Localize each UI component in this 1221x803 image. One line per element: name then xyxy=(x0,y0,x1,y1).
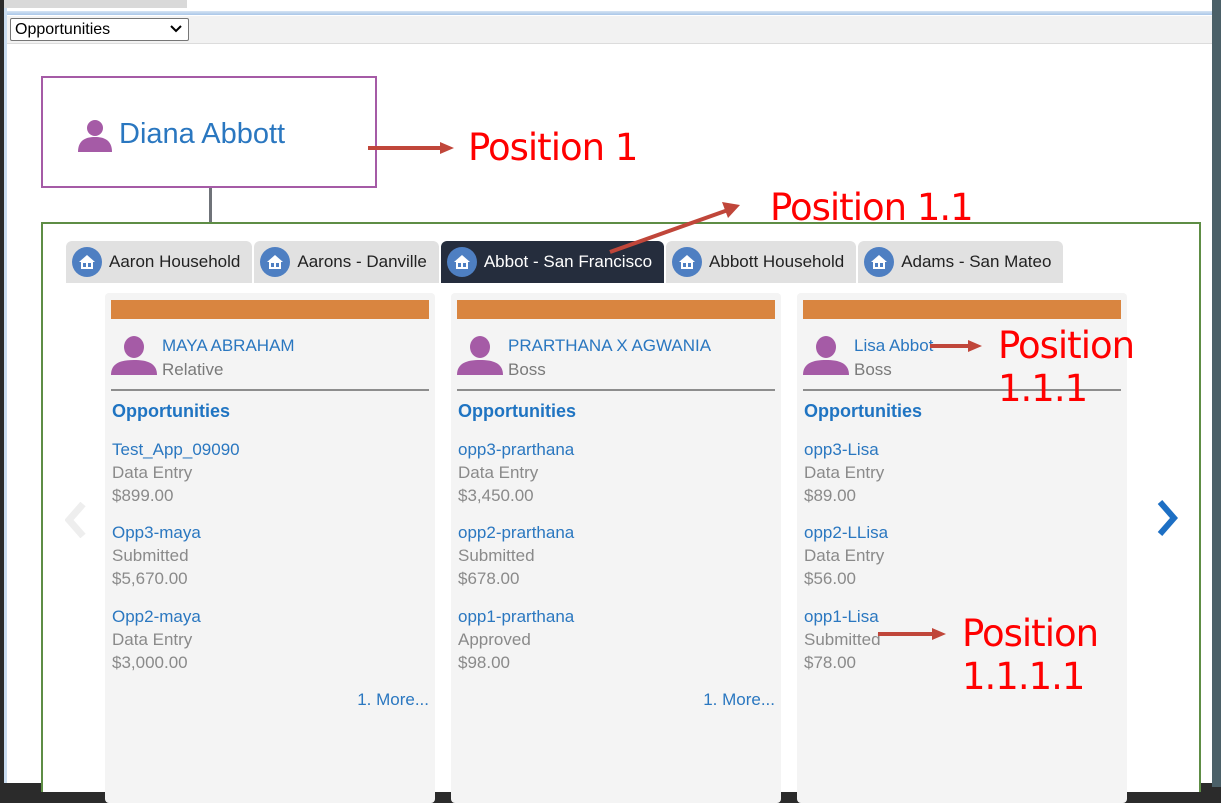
annotation-position-1: Position 1 xyxy=(468,126,638,169)
household-icon xyxy=(672,247,703,277)
app-window: Opportunities Diana Abbott Aaron Househo… xyxy=(4,8,1212,803)
tab-label: Aaron Household xyxy=(109,252,241,271)
opportunity-name[interactable]: opp2-LLisa xyxy=(804,523,889,542)
annotation-position-1-1: Position 1.1 xyxy=(770,186,974,229)
annotation-position-1-1-1: Position 1.1.1 xyxy=(998,324,1135,410)
opportunity-item: Opp3-maya Submitted $5,670.00 xyxy=(112,521,201,590)
opportunity-item: Test_App_09090 Data Entry $899.00 xyxy=(112,438,240,507)
annotation-arrow xyxy=(930,340,982,352)
contact-name[interactable]: Lisa Abbot xyxy=(854,336,934,355)
view-select-value: Opportunities xyxy=(15,21,111,38)
opportunity-amount: $3,450.00 xyxy=(458,486,534,505)
opportunity-name[interactable]: opp1-Lisa xyxy=(804,607,879,626)
contact-role: Boss xyxy=(508,360,546,379)
opportunity-amount: $5,670.00 xyxy=(112,569,188,588)
chevron-down-icon xyxy=(170,25,182,33)
contact-card: Lisa Abbot Boss Opportunities opp3-Lisa … xyxy=(797,293,1127,803)
annotation-arrow xyxy=(368,142,454,154)
opportunity-name[interactable]: Test_App_09090 xyxy=(112,440,240,459)
more-link[interactable]: 1. More... xyxy=(703,690,775,709)
opportunity-amount: $3,000.00 xyxy=(112,653,188,672)
opportunity-name[interactable]: opp3-prarthana xyxy=(458,440,575,459)
opportunities-heading: Opportunities xyxy=(112,401,230,421)
contact-card: MAYA ABRAHAM Relative Opportunities Test… xyxy=(105,293,435,803)
root-contact-node[interactable]: Diana Abbott xyxy=(41,76,377,188)
opportunity-status: Submitted xyxy=(804,630,881,649)
opportunity-amount: $56.00 xyxy=(804,569,856,588)
household-icon xyxy=(260,247,291,277)
opportunity-item: opp1-prarthana Approved $98.00 xyxy=(458,605,574,674)
card-divider xyxy=(803,389,1121,391)
card-divider xyxy=(111,389,429,391)
household-icon xyxy=(864,247,895,277)
opportunity-name[interactable]: opp3-Lisa xyxy=(804,440,879,459)
annotation-position-1-1-1-1: Position 1.1.1.1 xyxy=(962,612,1099,698)
tab-abbot-san-francisco[interactable]: Abbot - San Francisco xyxy=(440,241,665,283)
opportunity-status: Data Entry xyxy=(804,546,885,565)
opportunity-amount: $78.00 xyxy=(804,653,856,672)
window-right-edge xyxy=(1212,0,1221,787)
card-header-bar xyxy=(111,300,429,319)
household-tabs: Aaron Household Aarons - Danville Abbot … xyxy=(66,241,1065,284)
opportunity-name[interactable]: opp2-prarthana xyxy=(458,523,575,542)
opportunity-status: Data Entry xyxy=(458,463,539,482)
opportunity-item: opp1-Lisa Submitted $78.00 xyxy=(804,605,881,674)
opportunity-status: Data Entry xyxy=(112,463,193,482)
chevron-left-icon[interactable] xyxy=(65,502,87,538)
window-top-border xyxy=(7,11,1212,15)
opportunity-amount: $98.00 xyxy=(458,653,510,672)
view-select[interactable]: Opportunities xyxy=(10,18,189,41)
opportunity-name[interactable]: Opp3-maya xyxy=(112,523,201,542)
opportunity-amount: $89.00 xyxy=(804,486,856,505)
opportunity-status: Approved xyxy=(458,630,531,649)
tab-abbott-household[interactable]: Abbott Household xyxy=(666,241,857,283)
opportunity-name[interactable]: opp1-prarthana xyxy=(458,607,575,626)
contact-role: Boss xyxy=(854,360,892,379)
opportunity-name[interactable]: Opp2-maya xyxy=(112,607,201,626)
opportunity-item: Opp2-maya Data Entry $3,000.00 xyxy=(112,605,201,674)
opportunities-heading: Opportunities xyxy=(458,401,576,421)
opportunity-item: opp2-prarthana Submitted $678.00 xyxy=(458,521,574,590)
opportunity-status: Submitted xyxy=(458,546,535,565)
toolbar: Opportunities xyxy=(7,16,1212,44)
top-strip-tab xyxy=(4,0,187,8)
card-header-bar xyxy=(457,300,775,319)
opportunity-status: Data Entry xyxy=(112,630,193,649)
tree-connector xyxy=(209,188,212,222)
contact-role: Relative xyxy=(162,360,224,379)
household-icon xyxy=(446,247,477,277)
opportunity-item: opp3-Lisa Data Entry $89.00 xyxy=(804,438,884,507)
household-group: Aaron Household Aarons - Danville Abbot … xyxy=(41,222,1201,803)
tab-label: Abbott Household xyxy=(709,252,845,271)
card-header-bar xyxy=(803,300,1121,319)
tab-label: Aarons - Danville xyxy=(297,252,427,271)
top-strip xyxy=(4,0,1212,8)
person-icon xyxy=(803,336,849,375)
tab-aaron-household[interactable]: Aaron Household xyxy=(66,241,253,283)
tab-adams-san-mateo[interactable]: Adams - San Mateo xyxy=(858,241,1064,283)
tab-label: Adams - San Mateo xyxy=(901,252,1052,271)
tab-label: Abbot - San Francisco xyxy=(483,252,653,271)
contact-name[interactable]: MAYA ABRAHAM xyxy=(162,336,295,355)
annotation-arrow xyxy=(878,628,946,640)
annotation-arrow xyxy=(609,202,740,254)
contact-card: PRARTHANA X AGWANIA Boss Opportunities o… xyxy=(451,293,781,803)
household-icon xyxy=(72,247,102,277)
person-icon xyxy=(457,336,503,375)
opportunity-amount: $899.00 xyxy=(112,486,174,505)
opportunity-amount: $678.00 xyxy=(458,569,520,588)
opportunity-item: opp2-LLisa Data Entry $56.00 xyxy=(804,521,888,590)
root-contact-name[interactable]: Diana Abbott xyxy=(119,118,286,150)
opportunity-status: Data Entry xyxy=(804,463,885,482)
contact-name[interactable]: PRARTHANA X AGWANIA xyxy=(508,336,712,355)
tab-aarons-danville[interactable]: Aarons - Danville xyxy=(254,241,439,283)
opportunity-item: opp3-prarthana Data Entry $3,450.00 xyxy=(458,438,574,507)
chevron-right-icon[interactable] xyxy=(1156,500,1178,536)
opportunity-status: Submitted xyxy=(112,546,189,565)
person-icon xyxy=(78,120,112,152)
opportunities-heading: Opportunities xyxy=(804,401,922,421)
more-link[interactable]: 1. More... xyxy=(357,690,429,709)
person-icon xyxy=(111,336,157,375)
card-divider xyxy=(457,389,775,391)
